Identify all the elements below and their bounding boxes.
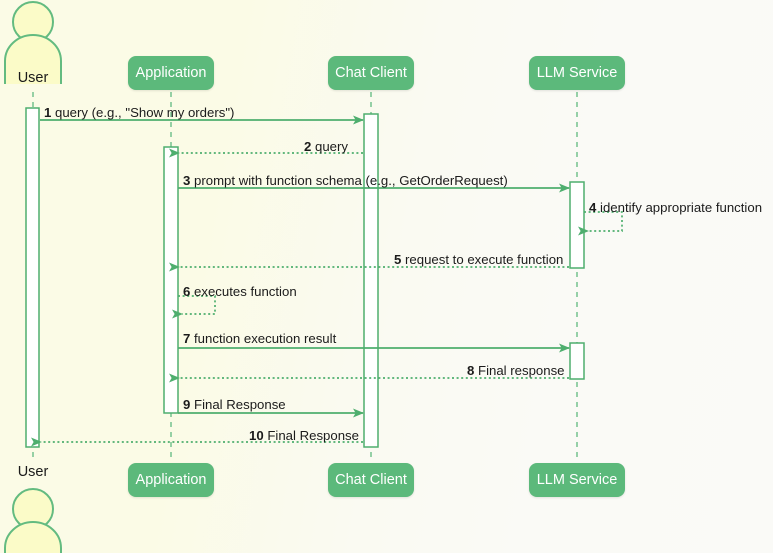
participant-user-bottom-label: User (17, 464, 49, 480)
actor-user-top (3, 1, 63, 90)
message-number-3: 3 (183, 173, 191, 188)
message-label-3: 3 prompt with function schema (e.g., Get… (183, 173, 508, 188)
message-number-2: 2 (304, 139, 312, 154)
message-label-1: 1 query (e.g., "Show my orders") (44, 105, 234, 120)
message-text-10: Final Response (267, 428, 359, 443)
message-label-8: 8 Final response (467, 363, 565, 378)
actor-body-icon (4, 521, 62, 553)
activation-chatclient (363, 113, 379, 448)
activation-llmservice-2 (569, 342, 585, 380)
message-number-4: 4 (589, 200, 597, 215)
message-text-2: query (315, 139, 349, 154)
message-number-6: 6 (183, 284, 191, 299)
actor-user-bottom (4, 488, 62, 553)
message-number-9: 9 (183, 397, 191, 412)
arrow-msg-6-self (172, 295, 216, 319)
activation-user (25, 107, 40, 448)
message-number-1: 1 (44, 105, 52, 120)
participant-chatclient-bottom[interactable]: Chat Client (328, 463, 414, 497)
participant-application-bottom[interactable]: Application (128, 463, 214, 497)
message-text-1: query (e.g., "Show my orders") (55, 105, 235, 120)
activation-bars (25, 107, 585, 448)
message-label-5: 5 request to execute function (394, 252, 563, 267)
participant-chatclient-top[interactable]: Chat Client (328, 56, 414, 90)
activation-application (163, 146, 179, 414)
actor-body-mask (3, 84, 63, 90)
message-text-6: executes function (194, 284, 297, 299)
message-label-2: 2 query (304, 139, 348, 154)
arrow-msg-4-self (578, 211, 623, 236)
message-text-9: Final Response (194, 397, 286, 412)
message-text-4: identify appropriate function (600, 200, 763, 215)
message-text-5: request to execute function (405, 252, 564, 267)
message-label-6: 6 executes function (183, 284, 297, 299)
message-number-10: 10 (249, 428, 264, 443)
participant-user-top-label: User (17, 70, 49, 86)
message-label-4: 4 identify appropriate function (589, 200, 762, 215)
activation-llmservice-1 (569, 181, 585, 269)
actor-body-icon (4, 34, 62, 87)
message-label-9: 9 Final Response (183, 397, 286, 412)
message-number-5: 5 (394, 252, 402, 267)
message-label-10: 10 Final Response (249, 428, 359, 443)
participant-llmservice-top[interactable]: LLM Service (529, 56, 625, 90)
message-text-8: Final response (478, 363, 565, 378)
message-text-3: prompt with function schema (e.g., GetOr… (194, 173, 508, 188)
message-text-7: function execution result (194, 331, 337, 346)
message-number-7: 7 (183, 331, 191, 346)
message-label-7: 7 function execution result (183, 331, 336, 346)
participant-application-top[interactable]: Application (128, 56, 214, 90)
participant-llmservice-bottom[interactable]: LLM Service (529, 463, 625, 497)
message-number-8: 8 (467, 363, 475, 378)
